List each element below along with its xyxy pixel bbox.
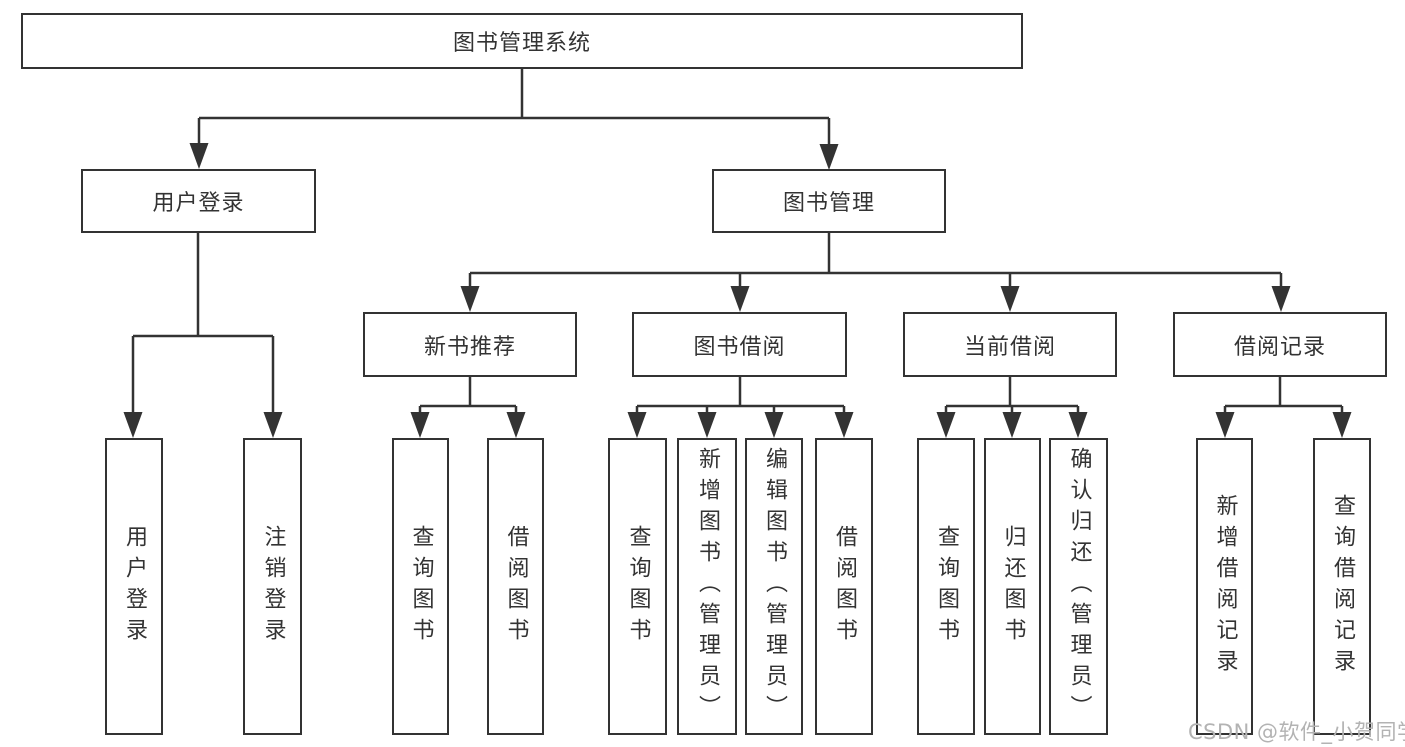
leaf-records-add-borrow-record: 新增借阅记录 [1196,438,1253,735]
node-current-borrow: 当前借阅 [903,312,1117,377]
node-label: 查询图书 [625,524,651,649]
node-label: 查询图书 [934,524,959,649]
node-label: 查询借阅记录 [1330,493,1355,680]
node-book-borrow: 图书借阅 [632,312,847,377]
node-label: 借阅图书 [503,524,529,649]
node-user-login: 用户登录 [81,169,316,233]
node-label: 图书管理 [782,191,875,216]
leaf-borrow-borrow-books: 借阅图书 [815,438,873,735]
node-label: 编辑图书（管理员） [762,447,787,726]
leaf-borrow-add-books-admin: 新增图书（管理员） [677,438,737,735]
leaf-records-query-borrow-record: 查询借阅记录 [1313,438,1371,735]
leaf-logout-login: 注销登录 [243,438,302,735]
node-label: 查询图书 [408,524,434,649]
leaf-newbooks-borrow-books: 借阅图书 [487,438,544,735]
leaf-borrow-query-books: 查询图书 [608,438,667,735]
node-label: 图书管理系统 [452,31,591,56]
node-label: 注销登录 [260,524,286,649]
leaf-borrow-edit-books-admin: 编辑图书（管理员） [745,438,803,735]
node-label: 新书推荐 [423,334,516,360]
node-label: 新增借阅记录 [1212,493,1238,680]
node-library-system: 图书管理系统 [21,13,1023,69]
leaf-current-confirm-return-admin: 确认归还（管理员） [1049,438,1108,735]
leaf-current-query-books: 查询图书 [917,438,975,735]
node-label: 借阅记录 [1233,334,1326,360]
node-label: 确认归还（管理员） [1066,447,1092,726]
node-label: 借阅图书 [832,524,857,649]
node-new-book-recommend: 新书推荐 [363,312,577,377]
node-label: 图书借阅 [693,334,786,360]
leaf-current-return-books: 归还图书 [984,438,1041,735]
node-label: 用户登录 [122,524,147,649]
node-label: 新增图书（管理员） [695,447,720,726]
node-label: 归还图书 [1000,524,1026,649]
node-book-management: 图书管理 [712,169,946,233]
leaf-newbooks-query-books: 查询图书 [392,438,449,735]
leaf-user-login: 用户登录 [105,438,163,735]
csdn-watermark: CSDN @软件_小贺同学 [1188,720,1405,744]
node-label: 用户登录 [152,191,245,216]
node-label: 当前借阅 [963,334,1056,360]
node-borrow-records: 借阅记录 [1173,312,1387,377]
